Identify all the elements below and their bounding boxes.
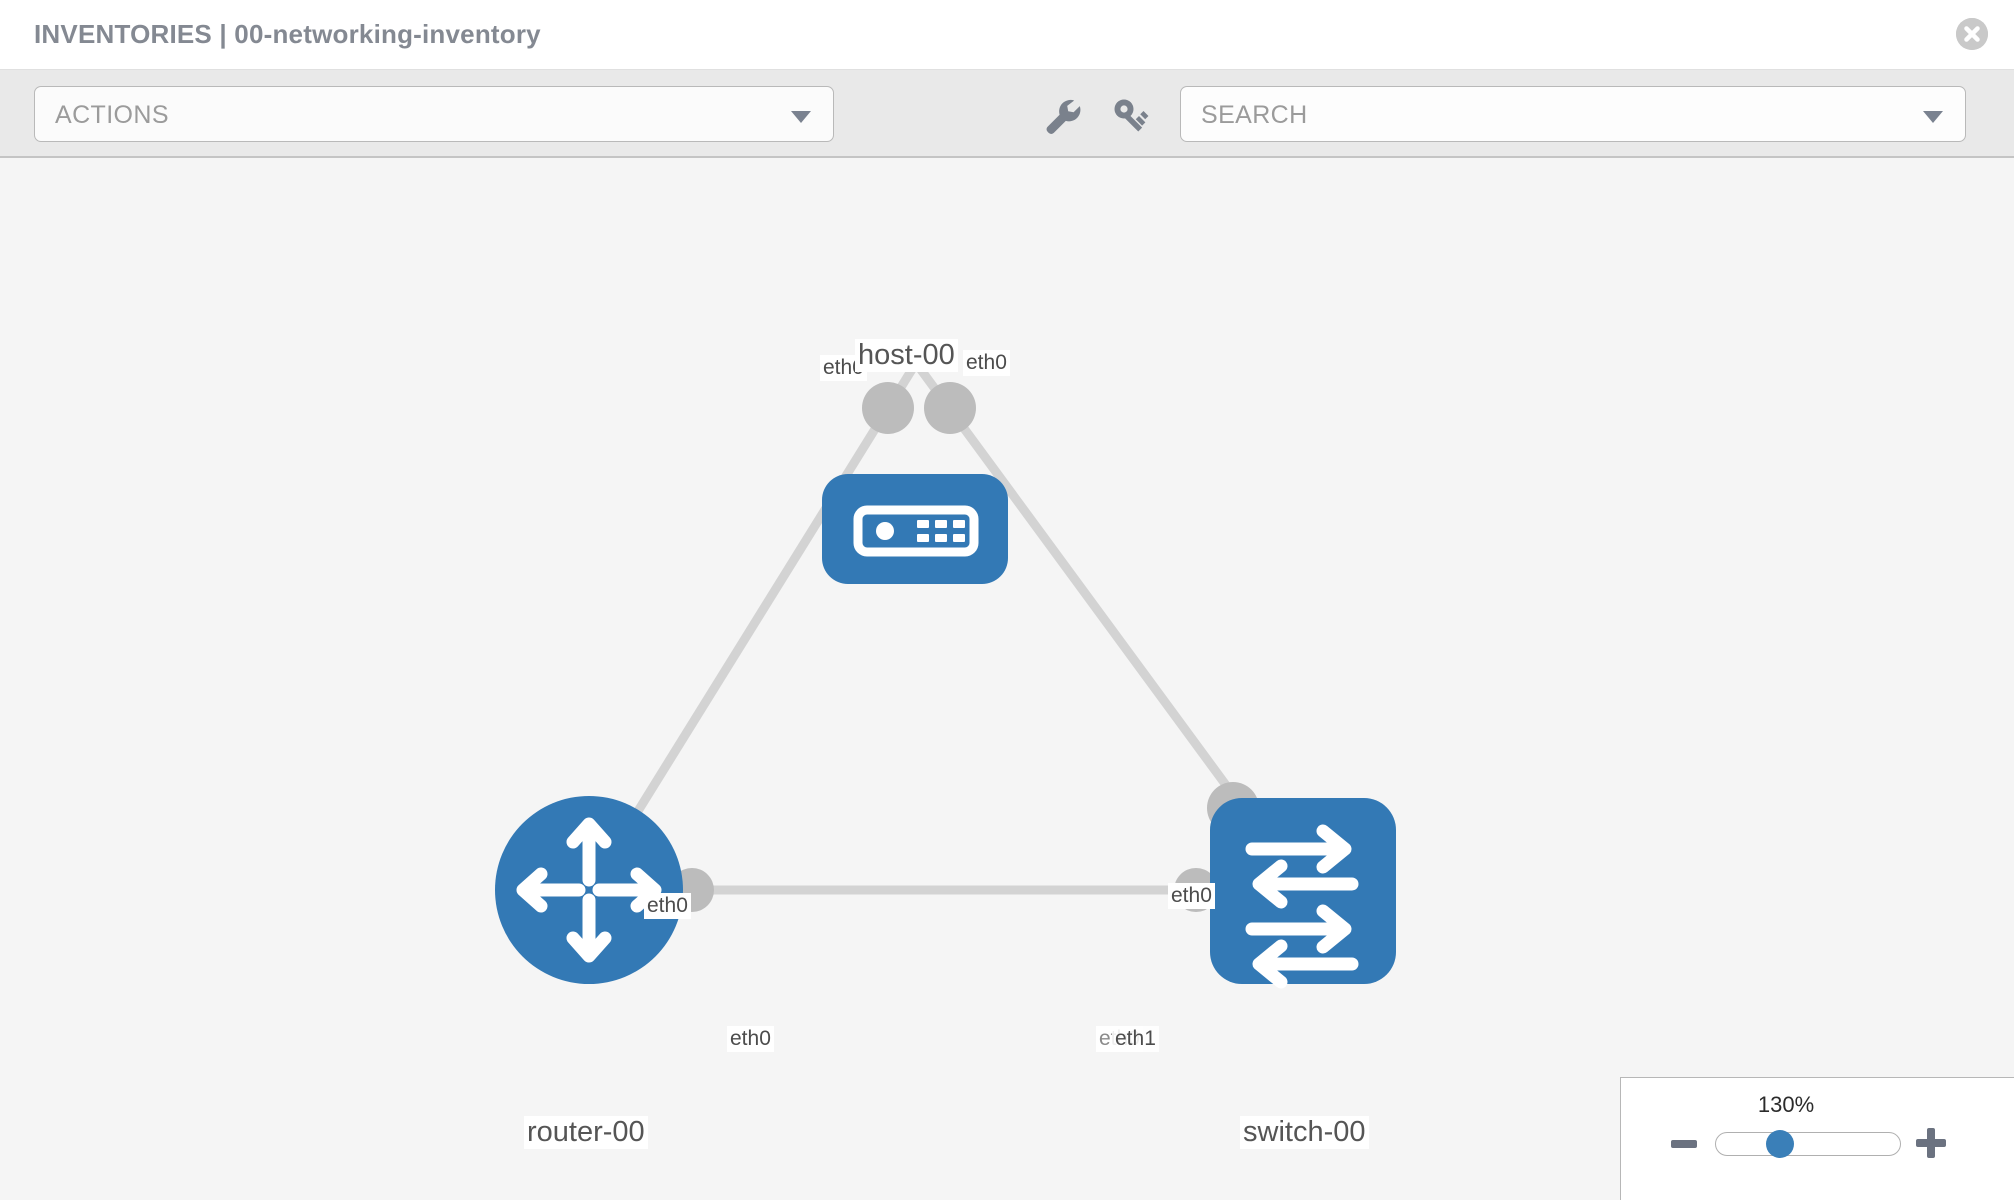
zoom-slider-track[interactable] <box>1715 1132 1901 1156</box>
node-router-00 <box>495 796 683 984</box>
router-arrows-icon <box>516 817 662 963</box>
topology-graph <box>495 360 1396 989</box>
search-input[interactable]: SEARCH <box>1180 86 1966 142</box>
server-icon <box>853 505 979 557</box>
chevron-down-icon <box>791 111 811 123</box>
node-label-router-00: router-00 <box>524 1116 648 1149</box>
plus-icon[interactable] <box>1916 1128 1946 1158</box>
zoom-control-panel: 130% <box>1620 1077 2014 1200</box>
topology-connectors <box>670 382 1259 912</box>
wrench-icon[interactable] <box>1038 92 1084 138</box>
key-icon[interactable] <box>1108 92 1154 138</box>
edge-label-router-switch-target: eth1 <box>1112 1026 1159 1052</box>
close-icon[interactable] <box>1956 18 1988 50</box>
topology-edges <box>585 360 1307 895</box>
edge-label-host-router-target: eth0 <box>644 893 691 919</box>
connector-host-right <box>924 382 976 434</box>
chevron-down-icon[interactable] <box>1923 111 1943 123</box>
page-title: INVENTORIES | 00-networking-inventory <box>34 19 541 49</box>
node-label-host-00: host-00 <box>855 339 958 372</box>
edge-label-host-switch-target: eth0 <box>1168 883 1215 909</box>
edge-label-host-switch-source: eth0 <box>963 350 1010 376</box>
node-switch-00 <box>1210 798 1396 989</box>
minus-icon[interactable] <box>1671 1140 1697 1148</box>
topology-canvas[interactable]: eth0 eth0 eth0 eth0 eth0 eth0 eth1 host-… <box>0 158 2014 1200</box>
page-header: INVENTORIES | 00-networking-inventory <box>0 0 2014 70</box>
zoom-level-label: 130% <box>1757 1092 1815 1117</box>
zoom-slider-thumb[interactable] <box>1766 1130 1794 1158</box>
actions-dropdown[interactable]: ACTIONS <box>34 86 834 142</box>
switch-arrows-icon <box>1245 824 1359 989</box>
connector-host-left <box>862 382 914 434</box>
node-label-switch-00: switch-00 <box>1240 1116 1369 1149</box>
edge-label-router-switch-source: eth0 <box>727 1026 774 1052</box>
actions-dropdown-label: ACTIONS <box>55 101 169 129</box>
search-placeholder: SEARCH <box>1201 101 1308 129</box>
topology-toolbar: ACTIONS SEARCH <box>0 70 2014 158</box>
edge-host-router <box>585 360 920 893</box>
node-host-00 <box>822 474 1008 584</box>
